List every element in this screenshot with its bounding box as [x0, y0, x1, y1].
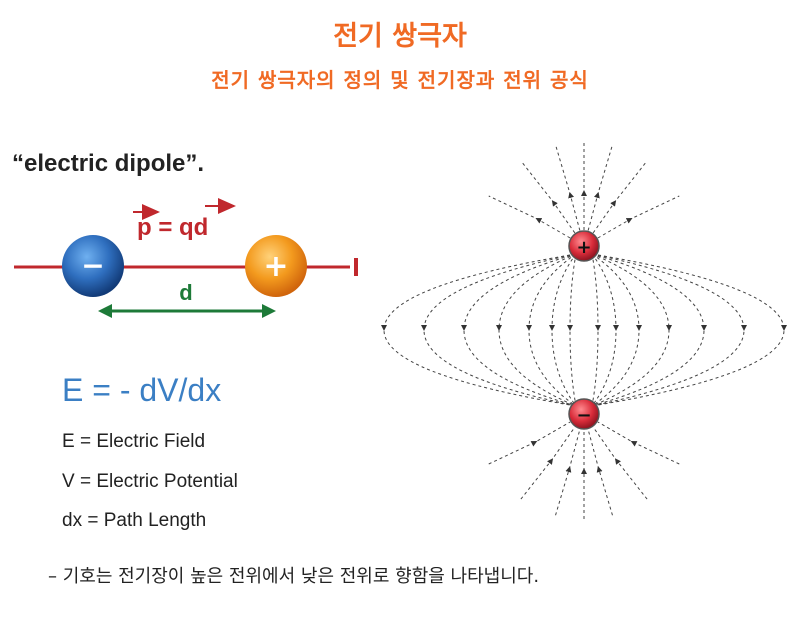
field-lines: [381, 141, 787, 519]
field-negative-charge: [568, 398, 600, 430]
negative-charge-symbol: −: [81, 249, 104, 282]
field-line: [567, 253, 577, 407]
field-positive-charge: [568, 230, 600, 262]
distance-arrow-left-head: [98, 304, 112, 318]
field-line: [587, 429, 613, 516]
field-line: [591, 253, 787, 407]
distance-arrow-right-head: [262, 304, 276, 318]
field-line: [421, 253, 577, 407]
definition-path-length: dx = Path Length: [62, 510, 207, 531]
field-line: [591, 253, 602, 407]
field-line: [591, 253, 642, 407]
field-line: [591, 253, 708, 407]
positive-charge: [245, 235, 307, 297]
field-line: [592, 160, 648, 234]
positive-charge-symbol: +: [263, 249, 288, 284]
direction-note: – 기호는 전기장이 높은 전위에서 낮은 전위로 향함을 나타냅니다.: [48, 566, 540, 587]
field-line: [555, 429, 581, 516]
field-line: [488, 421, 571, 465]
field-line: [520, 426, 576, 500]
field-line: [591, 253, 673, 407]
field-line: [592, 426, 648, 500]
field-line: [591, 253, 619, 407]
field-negative-symbol: −: [576, 405, 591, 426]
negative-charge: [62, 235, 124, 297]
dipole-field-diagram: + −: [381, 141, 787, 519]
page-subtitle: 전기 쌍극자의 정의 및 전기장과 전위 공식: [211, 68, 589, 92]
field-line: [488, 195, 571, 239]
field-line: [591, 253, 748, 407]
definition-electric-field: E = Electric Field: [62, 431, 206, 452]
field-line: [520, 160, 576, 234]
field-line: [587, 144, 613, 231]
field-line: [597, 421, 680, 465]
field-positive-symbol: +: [576, 237, 591, 258]
dipole-label: “electric dipole”.: [12, 150, 205, 177]
field-line: [555, 144, 581, 231]
field-line: [381, 253, 577, 407]
field-line: [549, 253, 577, 407]
moment-formula: p = qd: [137, 214, 208, 241]
field-line: [526, 253, 577, 407]
field-line: [461, 253, 577, 407]
page-title: 전기 쌍극자: [333, 21, 467, 52]
definition-electric-potential: V = Electric Potential: [62, 471, 238, 492]
field-line: [496, 253, 577, 407]
field-line: [597, 195, 680, 239]
field-formula: E = - dV/dx: [62, 372, 222, 408]
distance-label: d: [179, 280, 192, 305]
dipole-diagram: p = qd − + d: [14, 198, 358, 318]
